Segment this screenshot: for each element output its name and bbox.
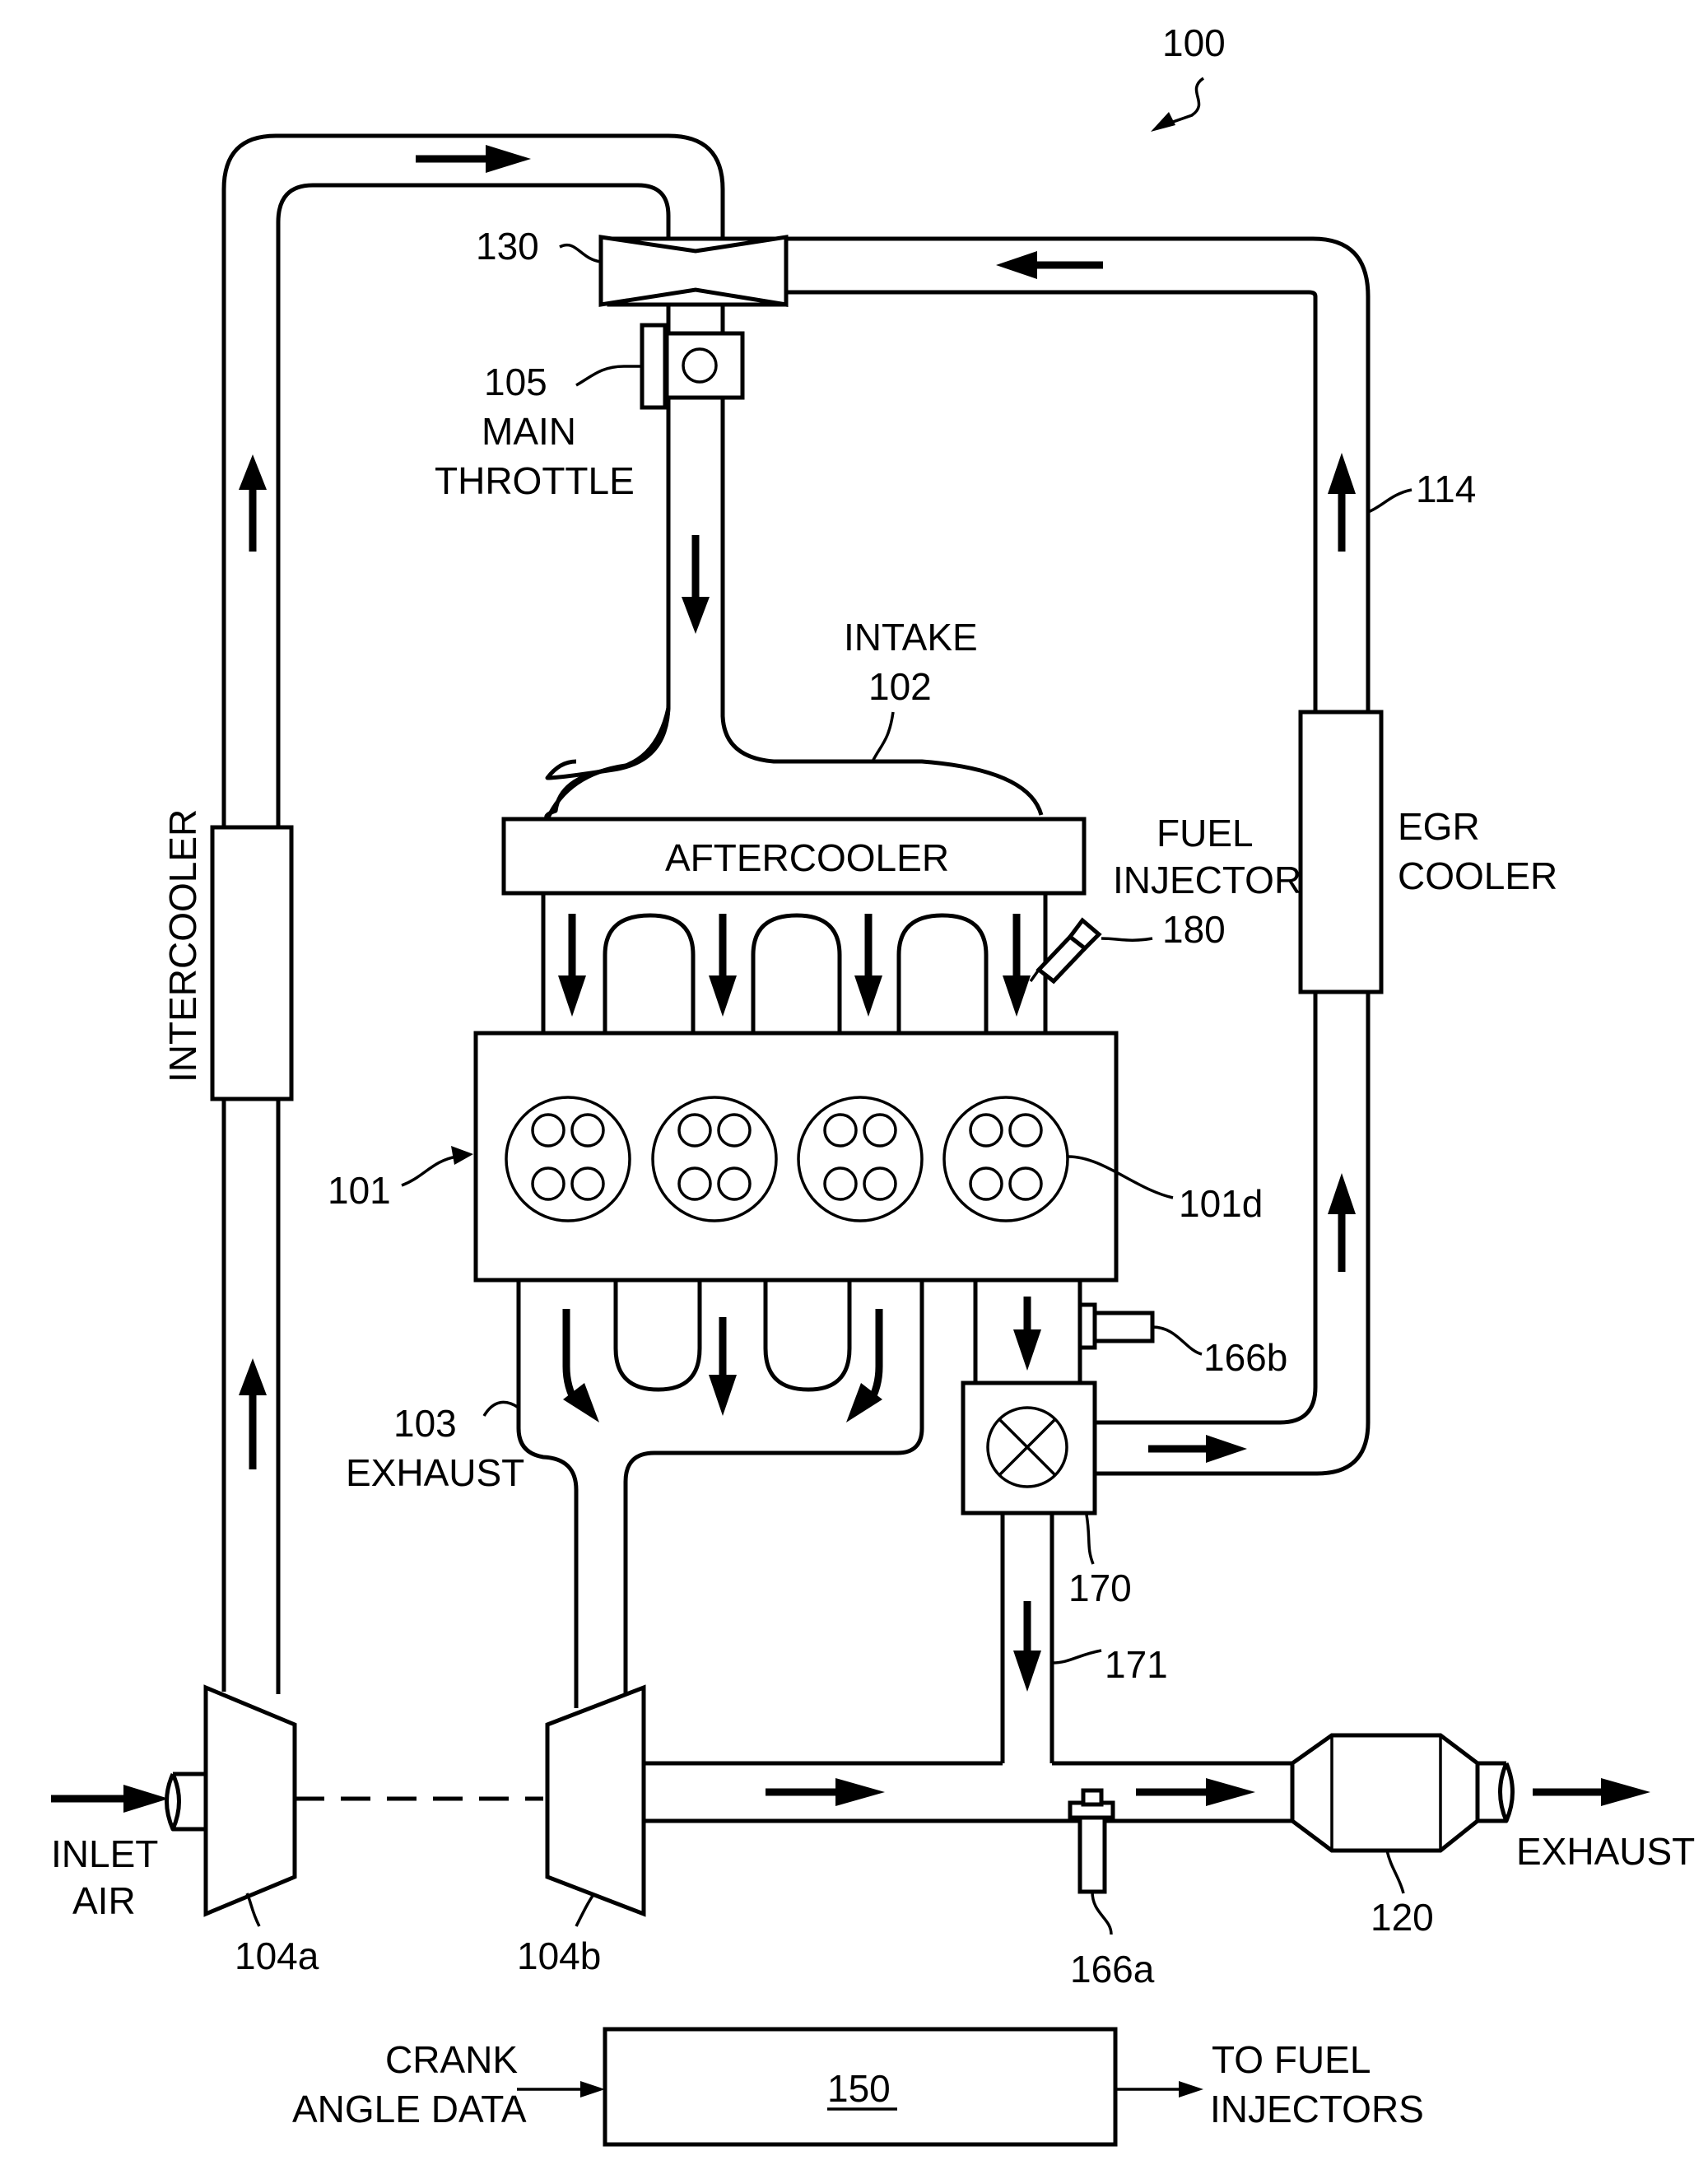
sensor-166b	[1080, 1305, 1152, 1348]
flow-arrow-outlet	[1533, 1778, 1650, 1806]
intercooler-label: INTERCOOLER	[161, 809, 204, 1083]
figure-number: 100	[1162, 21, 1226, 64]
fuel-injector-label-line2: INJECTOR	[1113, 859, 1301, 901]
egr-valve-ref: 170	[1068, 1567, 1132, 1609]
flow-arrow-up-upper-left	[239, 454, 267, 552]
flow-arrow-exhaust-2	[709, 1317, 737, 1416]
controller-input-line1: CRANK	[385, 2038, 518, 2081]
aftercooler: AFTERCOOLER	[504, 819, 1084, 893]
sensor-a-ref: 166a	[1070, 1948, 1155, 1990]
engine-ref: 101	[328, 1169, 391, 1212]
main-throttle	[624, 325, 742, 407]
mixer-ref: 130	[476, 225, 539, 268]
controller-output-line2: INJECTORS	[1210, 2088, 1424, 2130]
throttle-ref: 105	[484, 361, 547, 403]
flow-arrow-inlet	[51, 1785, 169, 1813]
throttle-label-line2: THROTTLE	[435, 459, 635, 502]
intake-ref: 102	[868, 665, 932, 708]
throttle-label-line1: MAIN	[482, 410, 576, 453]
fuel-injector	[1031, 920, 1099, 981]
exhaust-manifold-ref: 103	[393, 1402, 457, 1445]
intake-label: INTAKE	[844, 616, 978, 659]
flow-arrow-egr-right	[1148, 1435, 1247, 1463]
egr-cooler-label-line2: COOLER	[1398, 854, 1557, 897]
flow-arrow-runner-3	[854, 914, 882, 1017]
flow-arrow-runner-1	[558, 914, 586, 1017]
compressor-ref: 104a	[235, 1935, 319, 1977]
inlet-label-line1: INLET	[51, 1832, 158, 1875]
flow-arrow-runner-4	[1003, 914, 1031, 1017]
sensor-b-ref: 166b	[1203, 1336, 1287, 1379]
inlet-pipe-stub	[167, 1774, 211, 1829]
flow-arrow-tailpipe-1	[766, 1778, 885, 1806]
catalyst-ref: 120	[1371, 1896, 1434, 1939]
egr-cooler	[1301, 712, 1381, 992]
egr-valve	[963, 1383, 1095, 1513]
egr-mixer	[601, 237, 786, 305]
flow-arrow-tailpipe-2	[1136, 1778, 1255, 1806]
controller-input-line2: ANGLE DATA	[292, 2088, 527, 2130]
intake-runners	[543, 893, 1045, 1033]
catalyst	[1292, 1735, 1478, 1851]
flow-arrow-right-top	[416, 145, 531, 173]
cylinder-ref: 101d	[1179, 1182, 1263, 1225]
flow-arrow-up-lower-left	[239, 1358, 267, 1469]
aftercooler-label: AFTERCOOLER	[665, 836, 949, 879]
flow-arrow-exhaust-3	[846, 1309, 882, 1422]
exhaust-manifold-label: EXHAUST	[346, 1451, 524, 1494]
flow-arrow-down-intake	[682, 535, 710, 634]
inlet-label-line2: AIR	[72, 1879, 136, 1922]
flow-arrow-exhaust-1	[563, 1309, 599, 1422]
flow-arrow-egr-left	[996, 251, 1103, 279]
turbine-ref: 104b	[517, 1935, 601, 1977]
bypass-line-ref: 171	[1105, 1643, 1168, 1686]
compressor	[206, 1688, 295, 1914]
fuel-injector-ref: 180	[1162, 908, 1226, 951]
turbine	[547, 1688, 644, 1914]
fuel-injector-label-line1: FUEL	[1157, 812, 1254, 854]
outlet-label: EXHAUST	[1516, 1830, 1695, 1873]
engine-block	[476, 1033, 1116, 1280]
flow-arrow-egr-up-upper	[1328, 453, 1356, 552]
egr-cooler-label-line1: EGR	[1398, 805, 1480, 848]
controller-input-arrow	[517, 2081, 605, 2098]
controller: 150	[605, 2029, 1115, 2144]
flow-arrow-bypass-down	[1013, 1601, 1041, 1692]
intercooler: INTERCOOLER	[161, 809, 291, 1099]
controller-ref: 150	[827, 2067, 891, 2110]
controller-output-line1: TO FUEL	[1212, 2038, 1371, 2081]
egr-line-ref: 114	[1416, 468, 1476, 510]
flow-arrow-runner-2	[709, 914, 737, 1017]
sensor-166a	[1070, 1790, 1113, 1892]
controller-output-arrow	[1115, 2081, 1203, 2098]
flow-arrow-egr-down	[1013, 1297, 1041, 1371]
flow-arrow-egr-up-lower	[1328, 1173, 1356, 1272]
